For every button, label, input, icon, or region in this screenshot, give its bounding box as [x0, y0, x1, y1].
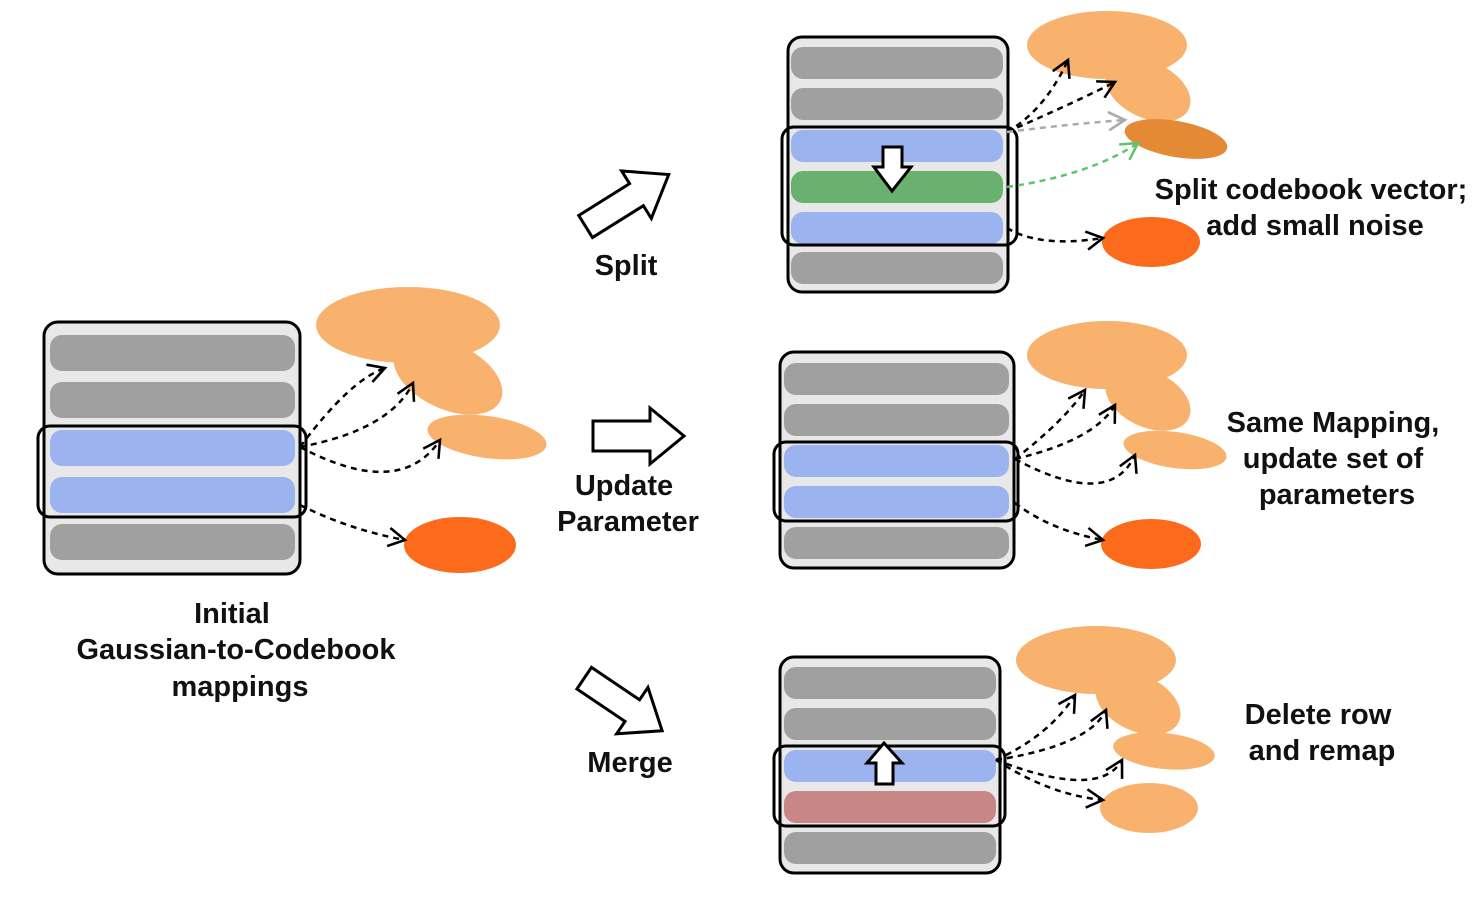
update-arrow-label: Update Parameter [557, 470, 699, 538]
codebook-row-gray [784, 363, 1009, 395]
initial-mapping-arrows [298, 363, 442, 548]
split-description: Split codebook vector; add small noise [1155, 174, 1476, 242]
gaussian-red [1101, 519, 1201, 569]
merge-codebook [772, 655, 1007, 875]
update-codebook [772, 350, 1020, 570]
codebook-row-blue [50, 477, 295, 513]
codebook-row-gray [50, 382, 295, 418]
gaussian-red [404, 517, 516, 573]
split-mapping-arrows [1006, 57, 1141, 251]
selection-box [772, 440, 1020, 523]
codebook-row-blue [784, 486, 1009, 518]
gaussian-medium [1100, 783, 1198, 833]
update-mapping-arrows [1014, 387, 1138, 548]
merge-mapping-arrows [995, 692, 1124, 809]
gaussian-dark-orange [1124, 119, 1228, 159]
gaussian-large [393, 337, 503, 415]
gaussian-medium [1113, 732, 1215, 770]
codebook-row-gray [791, 88, 1003, 120]
gaussian-large [1105, 367, 1191, 431]
gaussian-medium [1123, 430, 1227, 470]
codebook-row-gray [791, 47, 1003, 79]
gaussian-medium [427, 414, 547, 460]
codebook-row-gray [784, 404, 1009, 436]
initial-label: Initial Gaussian-to-Codebook mappings [76, 598, 403, 703]
codebook-row-blue [791, 212, 1003, 244]
initial-gaussians [316, 287, 547, 573]
codebook-row-gray [784, 527, 1009, 559]
selection-box [36, 424, 308, 519]
selection-box [772, 744, 1007, 828]
gaussian-red [1102, 217, 1200, 267]
split-codebook [780, 35, 1019, 294]
gaussian-large [1105, 58, 1191, 122]
codebook-row-gray [50, 335, 295, 371]
gaussian-large [1095, 671, 1181, 735]
codebook-row-gray [784, 708, 996, 740]
codebook-row-blue [50, 430, 295, 466]
codebook-row-gray [784, 667, 996, 699]
split-arrow-label: Split [595, 250, 658, 282]
merge-arrow-icon [574, 665, 665, 736]
split-arrow-icon [576, 169, 671, 240]
codebook-row-blue [784, 445, 1009, 477]
codebook-row-gray [791, 252, 1003, 284]
merge-arrow-label: Merge [587, 747, 672, 779]
codebook-row-gray [50, 524, 295, 560]
merge-description: Delete row and remap [1245, 699, 1400, 767]
update-arrow-icon [591, 404, 687, 468]
codebook-row-red [784, 791, 996, 823]
split-down-arrow-icon [871, 145, 915, 194]
selection-box [780, 125, 1019, 247]
initial-codebook [36, 320, 308, 576]
split-gaussians [1027, 11, 1228, 267]
merge-gaussians [1016, 626, 1215, 833]
merge-up-arrow-icon [863, 740, 906, 786]
update-description: Same Mapping, update set of parameters [1227, 407, 1448, 511]
codebook-row-gray [784, 832, 996, 864]
update-gaussians [1027, 321, 1227, 569]
